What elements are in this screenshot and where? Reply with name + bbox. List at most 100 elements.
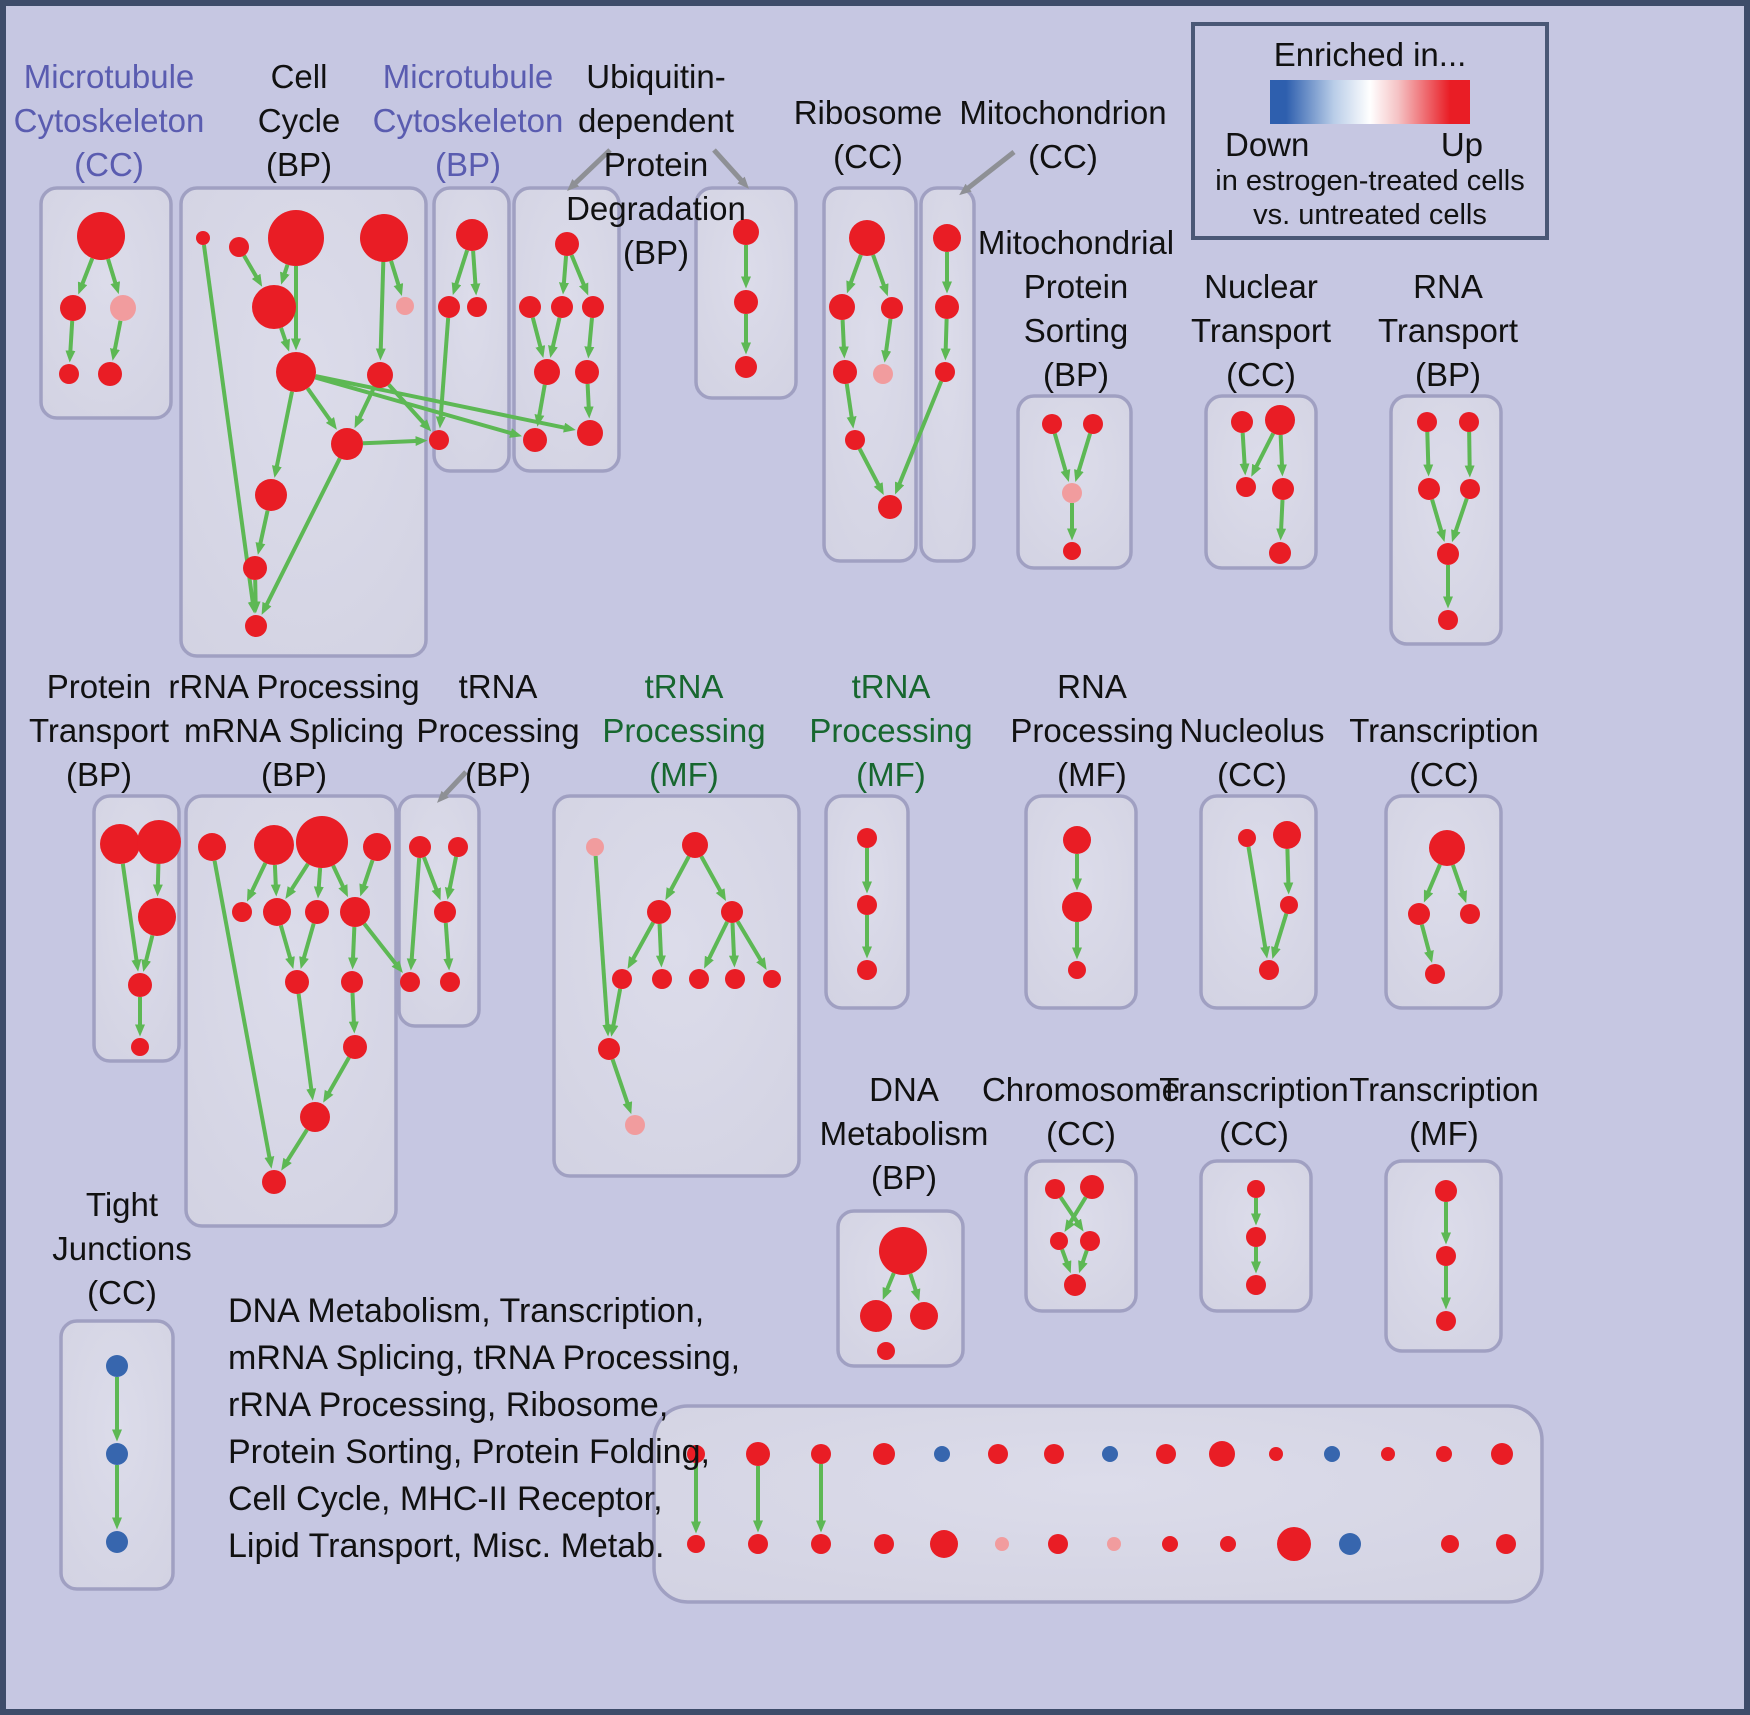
node-cell-cycle-5 <box>396 297 414 315</box>
node-misc-1 <box>746 1442 770 1466</box>
edge-rrna-mrna <box>331 864 348 898</box>
node-ubiq-1-1 <box>519 296 541 318</box>
group-box-mt-bp <box>432 186 511 473</box>
node-rrna-mrna-9 <box>341 971 363 993</box>
node-ubiq-1-5 <box>575 360 599 384</box>
node-misc-25 <box>1277 1527 1311 1561</box>
edge-rna-transport <box>1423 431 1434 477</box>
node-misc-2 <box>811 1444 831 1464</box>
legend-title: Enriched in... <box>1273 36 1467 73</box>
node-tight-junctions-1 <box>106 1443 128 1465</box>
edge-dna-metab <box>908 1273 921 1302</box>
node-cell-cycle-2 <box>268 210 324 266</box>
node-rrna-mrna-0 <box>198 833 226 861</box>
edge-cell-cycle <box>242 254 263 287</box>
node-misc-27 <box>1441 1535 1459 1553</box>
node-cell-cycle-8 <box>331 428 363 460</box>
node-nuc-transport-3 <box>1272 478 1294 500</box>
node-ubiq-2-0 <box>733 219 759 245</box>
node-rna-transport-2 <box>1418 478 1440 500</box>
misc-category-list: DNA Metabolism, Transcription, mRNA Spli… <box>228 1288 740 1570</box>
node-transcription-cc-1-2 <box>1460 904 1480 924</box>
node-ubiq-1-6 <box>523 428 547 452</box>
node-cell-cycle-4 <box>252 285 296 329</box>
edge-trna-mf-1 <box>728 922 739 968</box>
misc-line: Protein Sorting, Protein Folding, <box>228 1433 710 1471</box>
node-tight-junctions-0 <box>106 1355 128 1377</box>
edge-nucleolus <box>1283 848 1294 895</box>
edge-rna-transport <box>1430 498 1446 543</box>
edge-trna-mf-1 <box>665 855 691 901</box>
node-misc-28 <box>1496 1534 1516 1554</box>
node-trna-mf-2-2 <box>857 960 877 980</box>
node-dna-metab-1 <box>860 1300 892 1332</box>
node-misc-9 <box>1209 1441 1235 1467</box>
edge-rna-transport <box>1464 431 1475 478</box>
node-nucleolus-1 <box>1273 821 1301 849</box>
misc-line: rRNA Processing, Ribosome, <box>228 1386 669 1424</box>
edge-trna-bp <box>443 922 454 971</box>
node-chromosome-4 <box>1064 1274 1086 1296</box>
edge-nucleolus <box>1246 846 1271 959</box>
edge-nuc-transport <box>1251 432 1275 477</box>
node-rrna-mrna-8 <box>285 970 309 994</box>
edge-mito-sort <box>1074 432 1093 482</box>
group-label-transcription-cc-1: Transcription(CC) <box>1349 712 1539 793</box>
edge-protein-transport <box>141 934 155 972</box>
edge-ribosome <box>881 318 893 363</box>
node-trna-bp-2 <box>434 901 456 923</box>
edge-trna-mf-1 <box>627 921 655 969</box>
edge-nuc-transport <box>1276 499 1287 541</box>
node-rrna-mrna-7 <box>340 897 370 927</box>
edge-ribosome <box>857 447 884 496</box>
edge-trna-bp <box>422 856 441 901</box>
node-nucleolus-2 <box>1280 896 1298 914</box>
edge-ubiq-1 <box>584 317 595 359</box>
node-trna-mf-1-3 <box>721 901 743 923</box>
node-misc-3 <box>873 1443 895 1465</box>
node-cell-cycle-10 <box>243 556 267 580</box>
node-transcription-mf-2 <box>1436 1311 1456 1331</box>
node-dna-metab-3 <box>877 1342 895 1360</box>
edge-ribosome <box>846 254 863 294</box>
node-cell-cycle-9 <box>255 479 287 511</box>
edge-rrna-mrna <box>246 862 268 902</box>
group-label-nucleolus: Nucleolus(CC) <box>1180 712 1325 793</box>
node-misc-18 <box>874 1534 894 1554</box>
node-ribosome-3 <box>833 360 857 384</box>
nodes-layer <box>59 210 1516 1561</box>
node-misc-24 <box>1220 1536 1236 1552</box>
edge-trna-mf-1 <box>704 920 729 969</box>
edge-rrna-mrna <box>296 993 317 1101</box>
edge-rrna-mrna <box>281 1128 309 1171</box>
node-chromosome-3 <box>1080 1231 1100 1251</box>
node-trna-mf-1-0 <box>586 838 604 856</box>
edge-trna-mf-1 <box>699 855 726 902</box>
node-misc-12 <box>1381 1447 1395 1461</box>
node-mt-cc-1 <box>60 295 86 321</box>
misc-line: Lipid Transport, Misc. Metab. <box>228 1527 665 1565</box>
legend-endpoints: Down Up <box>1195 124 1545 164</box>
node-trna-mf-1-8 <box>763 970 781 988</box>
node-nucleolus-0 <box>1238 829 1256 847</box>
group-label-ribosome: Ribosome(CC) <box>794 94 943 175</box>
legend-subtitle-2: vs. untreated cells <box>1253 199 1487 231</box>
edge-trna-mf-1 <box>655 923 666 968</box>
edge-chromosome <box>1060 1248 1072 1274</box>
node-misc-20 <box>995 1537 1009 1551</box>
node-rrna-mrna-4 <box>232 902 252 922</box>
group-box-transcription-cc-1 <box>1384 794 1503 1010</box>
node-tight-junctions-2 <box>106 1531 128 1553</box>
edge-transcription-cc-1 <box>1419 924 1434 963</box>
edge-mito <box>940 318 951 361</box>
node-ubiq-1-3 <box>582 296 604 318</box>
edge-cell-cycle <box>280 264 290 285</box>
